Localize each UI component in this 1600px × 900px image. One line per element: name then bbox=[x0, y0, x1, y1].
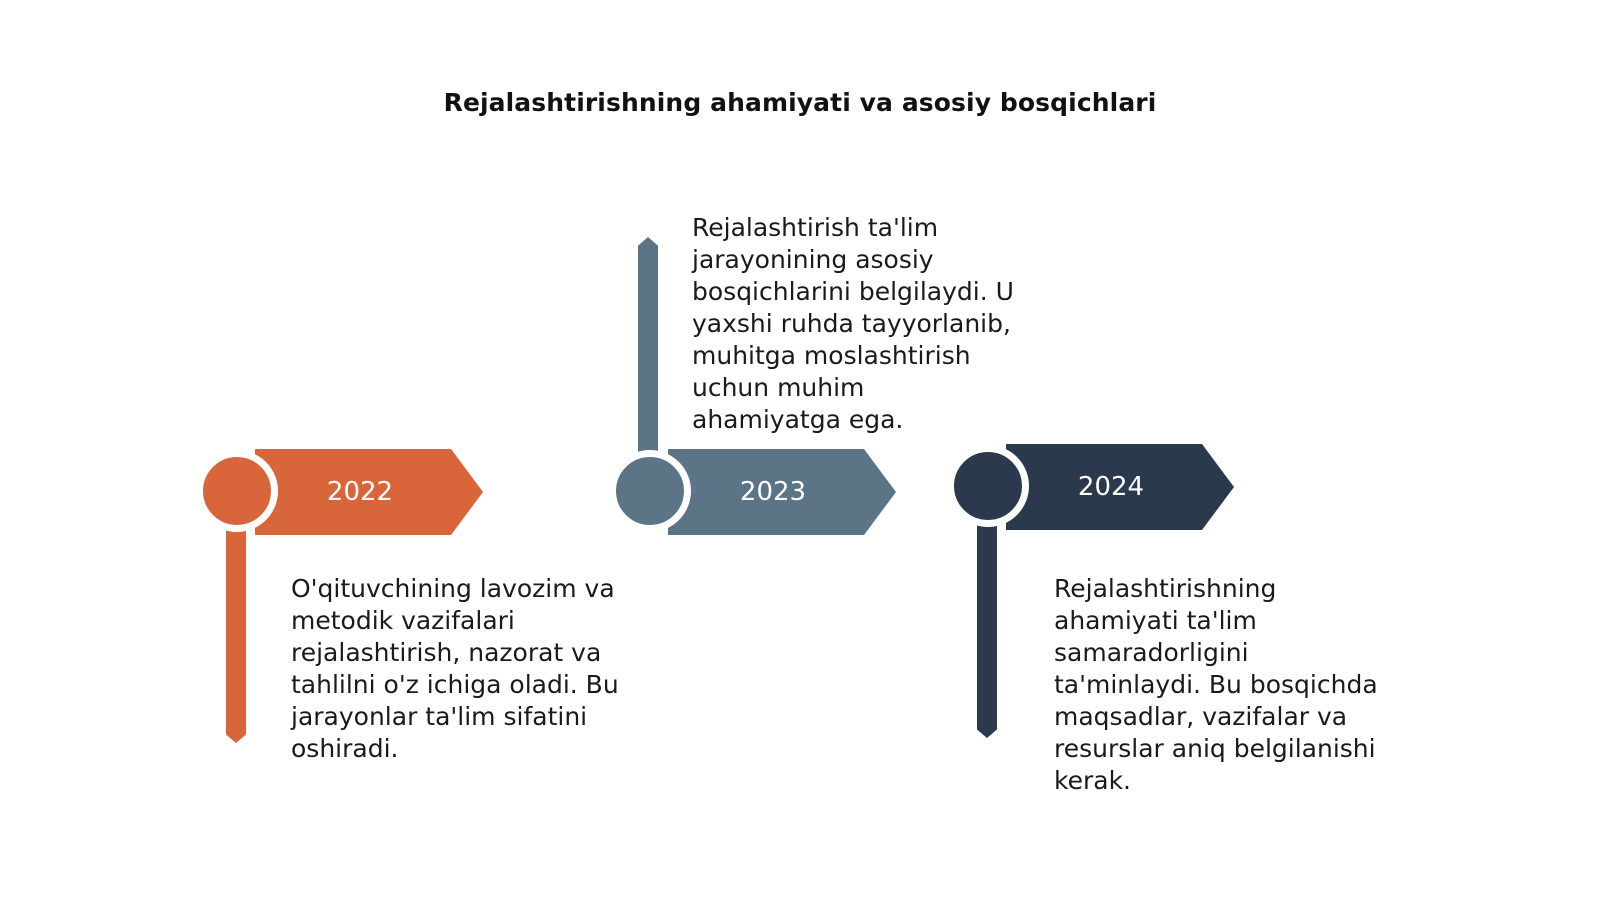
stem-2022 bbox=[226, 530, 246, 743]
stem-2024 bbox=[977, 525, 997, 738]
year-banner-2024: 2024 bbox=[1006, 444, 1234, 530]
description-2024: Rejalashtirishning ahamiyati ta'lim sama… bbox=[1054, 574, 1378, 795]
year-label-2022: 2022 bbox=[326, 477, 394, 507]
page-title: Rejalashtirishning ahamiyati va asosiy b… bbox=[443, 88, 1157, 117]
year-label-2023: 2023 bbox=[739, 477, 807, 507]
year-banner-2022: 2022 bbox=[255, 449, 483, 535]
dot-2022 bbox=[196, 450, 278, 532]
arrow-shape-2022 bbox=[255, 449, 483, 535]
arrow-shape-2023 bbox=[668, 449, 896, 535]
year-banner-2023: 2023 bbox=[668, 449, 896, 535]
dot-2023 bbox=[609, 450, 691, 532]
arrow-shape-2024 bbox=[1006, 444, 1234, 530]
year-label-2024: 2024 bbox=[1077, 472, 1145, 502]
dot-2024 bbox=[947, 445, 1029, 527]
stem-2023 bbox=[638, 237, 658, 455]
description-2023: Rejalashtirish ta'lim jarayonining asosi… bbox=[692, 213, 1014, 434]
description-2022: O'qituvchining lavozim va metodik vazifa… bbox=[291, 574, 619, 763]
